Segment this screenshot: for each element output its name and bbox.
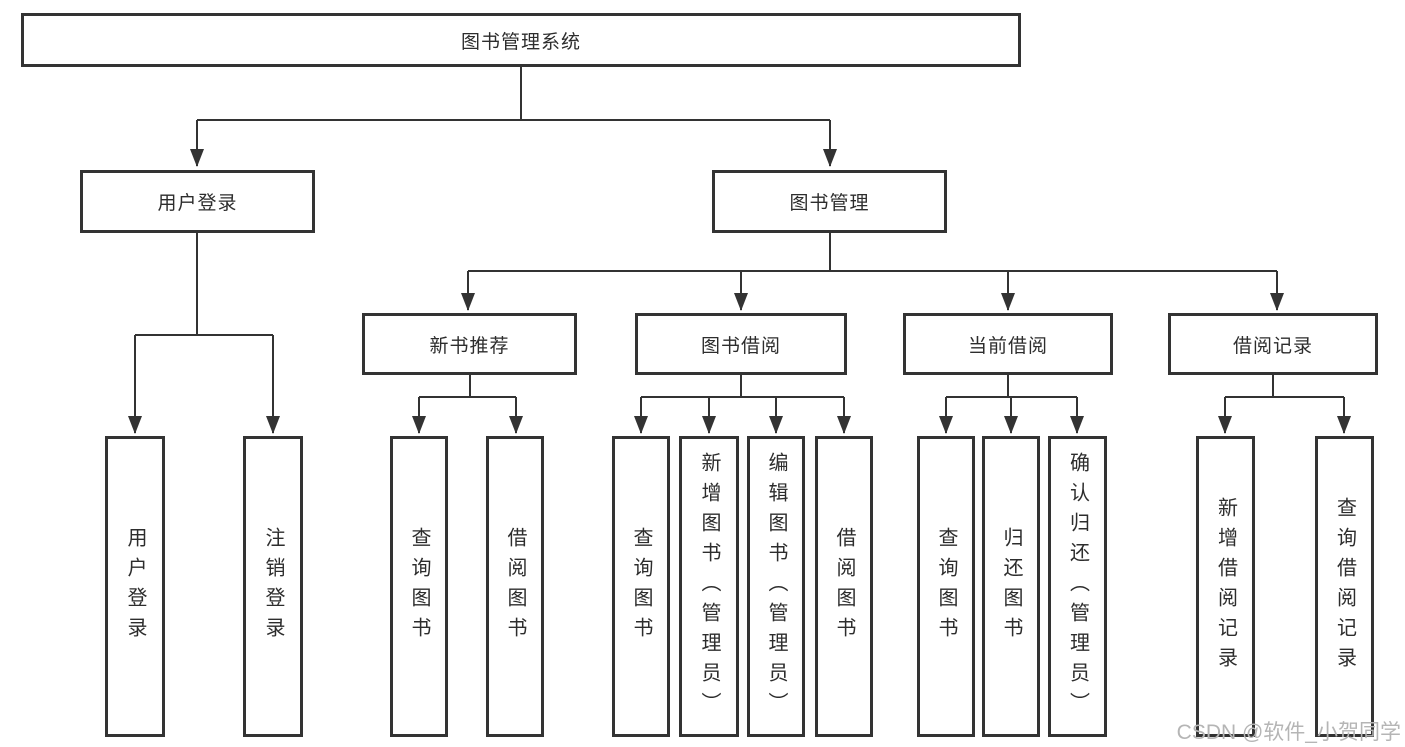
leaf-label: 借阅图书 xyxy=(833,526,855,647)
leaf-query-books-recommend: 查询图书 xyxy=(390,436,448,737)
leaf-query-borrow-record: 查询借阅记录 xyxy=(1315,436,1374,737)
leaf-confirm-return-admin: 确认归还（管理员） xyxy=(1048,436,1107,737)
node-borrow-records: 借阅记录 xyxy=(1168,313,1378,375)
leaf-borrow-books-borrow: 借阅图书 xyxy=(815,436,873,737)
node-user-login: 用户登录 xyxy=(80,170,315,233)
leaf-label: 查询图书 xyxy=(630,526,652,647)
leaf-borrow-books-recommend: 借阅图书 xyxy=(486,436,544,737)
leaf-query-books-borrow: 查询图书 xyxy=(612,436,670,737)
leaf-add-borrow-record: 新增借阅记录 xyxy=(1196,436,1255,737)
node-new-book-recommend: 新书推荐 xyxy=(362,313,577,375)
leaf-label: 确认归还（管理员） xyxy=(1066,451,1089,722)
csdn-watermark: CSDN @软件_小贺同学 xyxy=(1176,721,1401,744)
leaf-label: 注销登录 xyxy=(262,526,284,647)
node-book-borrow: 图书借阅 xyxy=(635,313,847,375)
node-book-management: 图书管理 xyxy=(712,170,947,233)
node-root: 图书管理系统 xyxy=(21,13,1021,67)
leaf-label: 用户登录 xyxy=(124,526,146,647)
leaf-edit-books-admin: 编辑图书（管理员） xyxy=(747,436,805,737)
leaf-label: 新增借阅记录 xyxy=(1214,496,1237,677)
leaf-label: 查询图书 xyxy=(935,526,957,647)
leaf-return-books: 归还图书 xyxy=(982,436,1040,737)
leaf-label: 查询借阅记录 xyxy=(1333,496,1356,677)
leaf-label: 查询图书 xyxy=(408,526,430,647)
leaf-label: 新增图书（管理员） xyxy=(698,451,720,722)
node-current-borrow: 当前借阅 xyxy=(903,313,1113,375)
leaf-user-login: 用户登录 xyxy=(105,436,165,737)
leaf-label: 借阅图书 xyxy=(504,526,526,647)
leaf-query-books-current: 查询图书 xyxy=(917,436,975,737)
leaf-label: 归还图书 xyxy=(1000,526,1022,647)
leaf-add-books-admin: 新增图书（管理员） xyxy=(679,436,739,737)
leaf-label: 编辑图书（管理员） xyxy=(765,451,787,722)
leaf-logout-login: 注销登录 xyxy=(243,436,303,737)
